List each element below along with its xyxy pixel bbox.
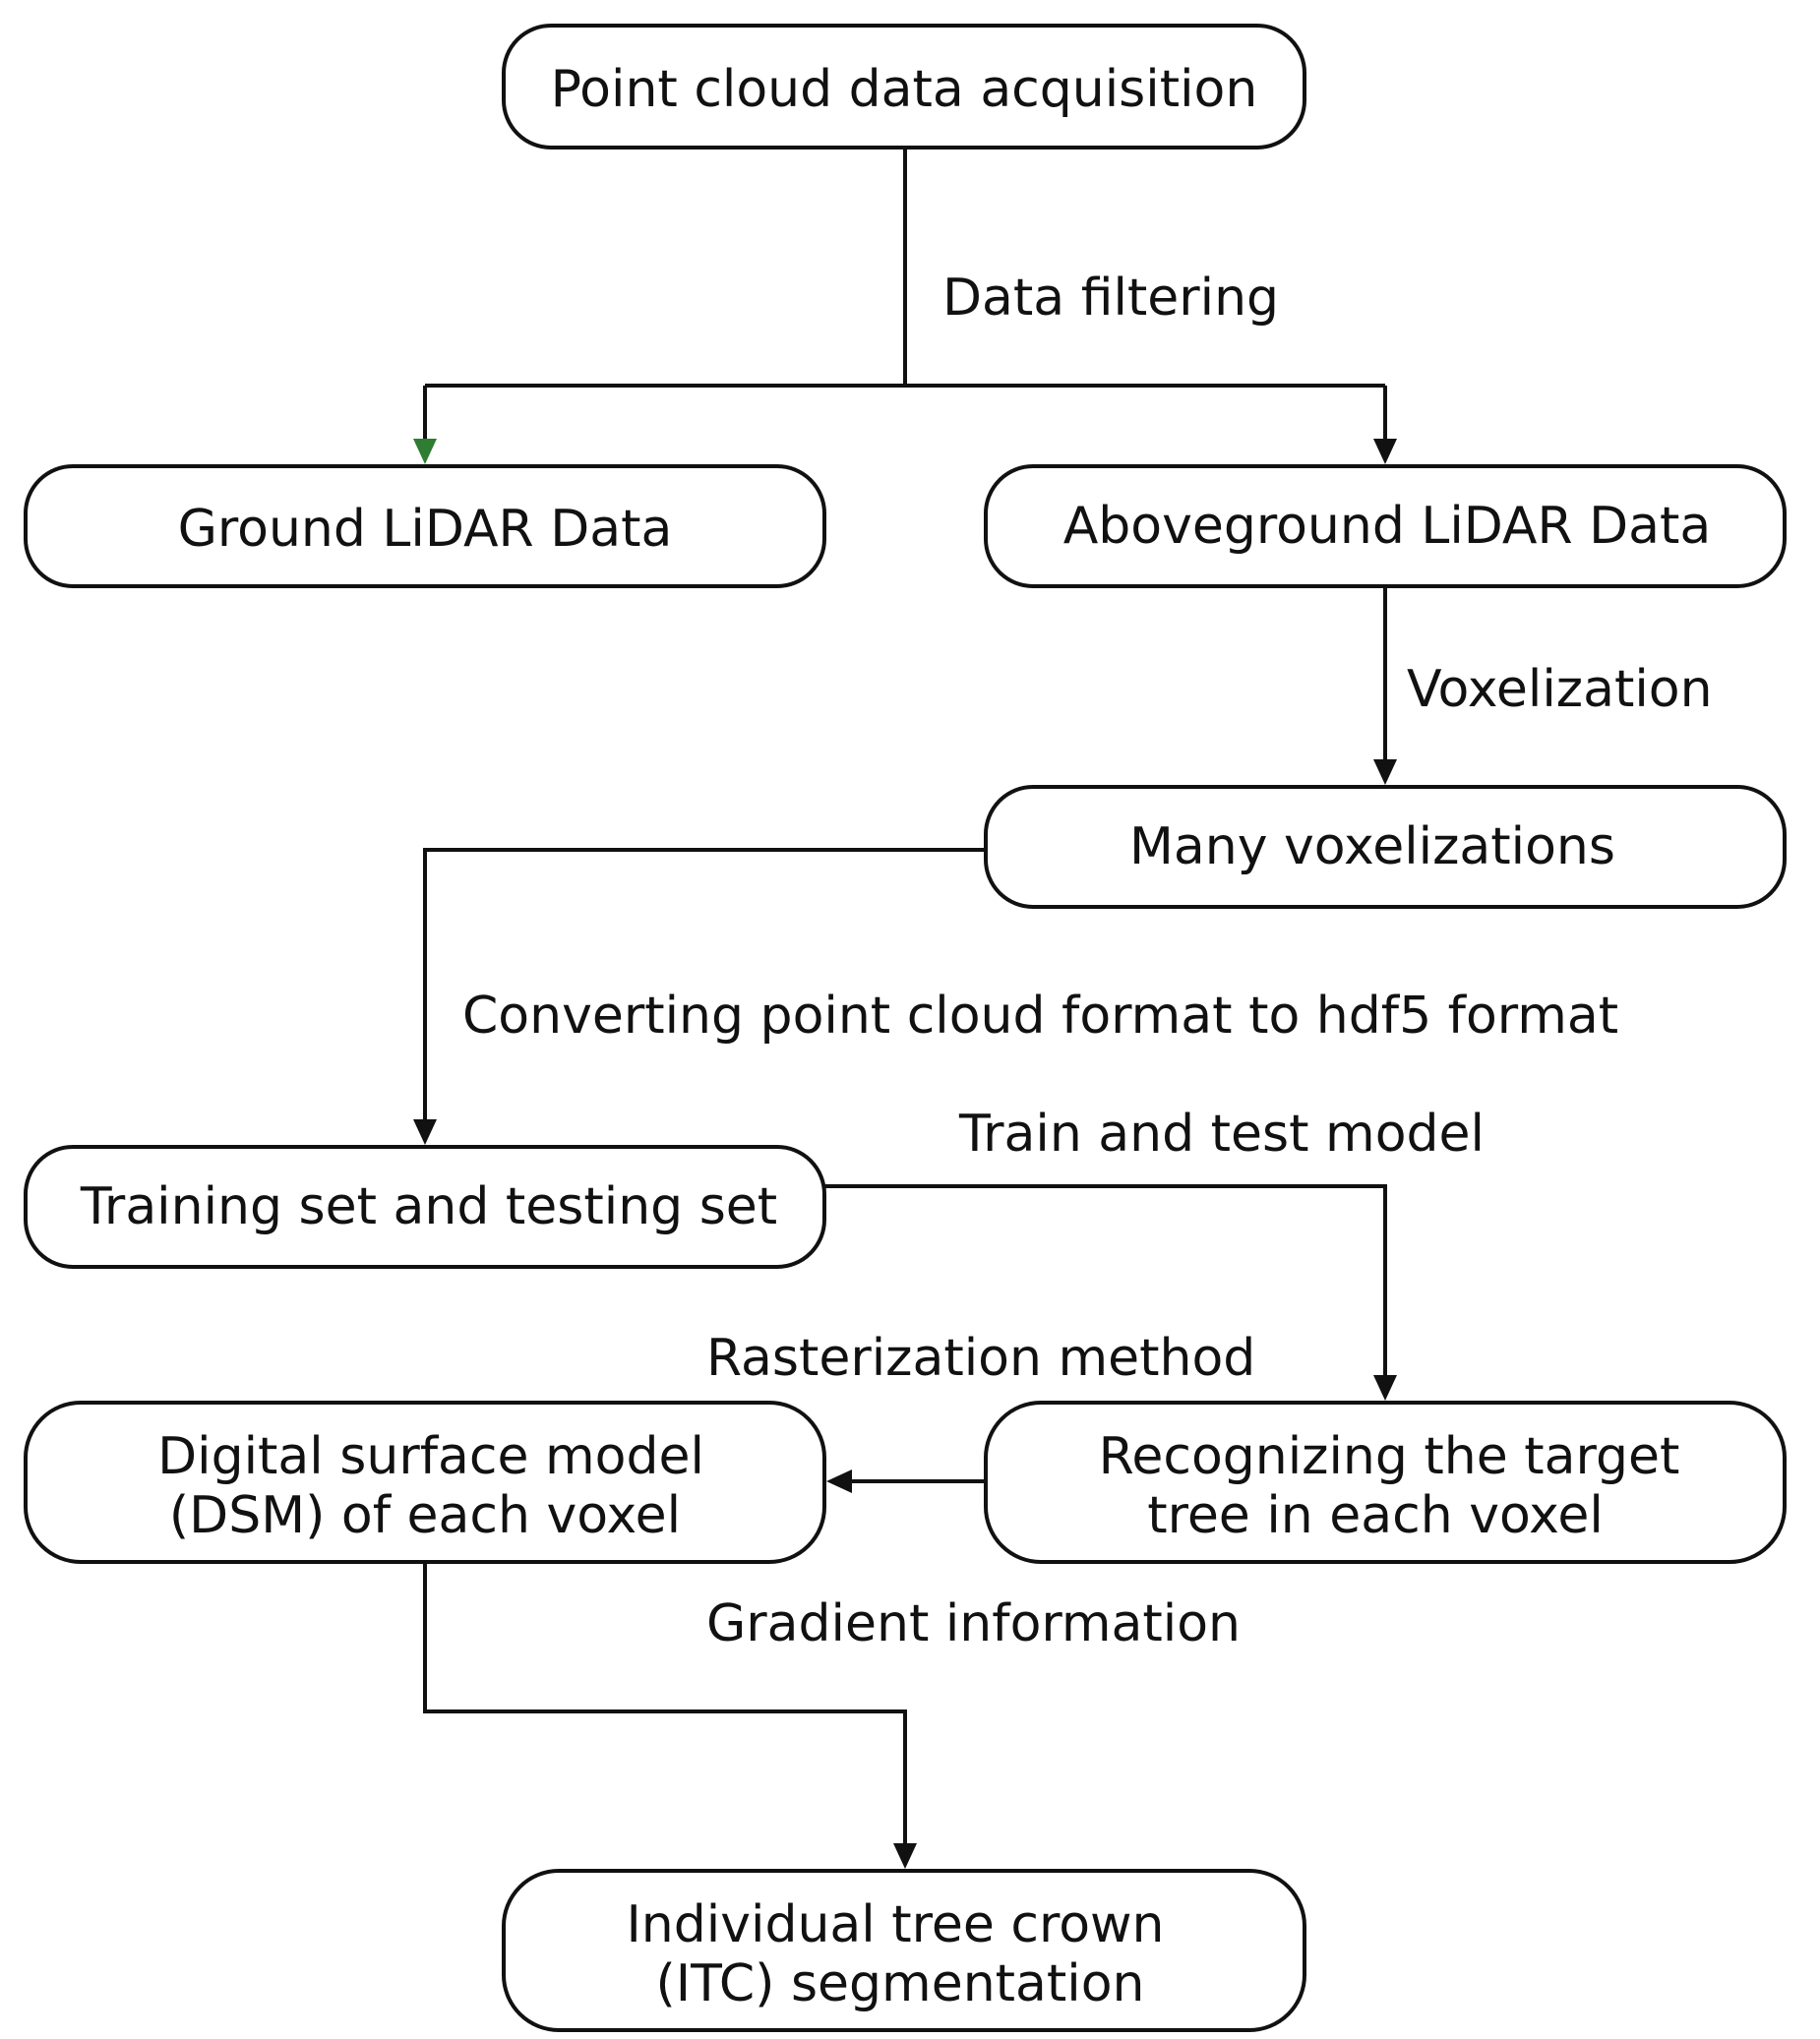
node-recognizing-line-1: Recognizing the target: [1099, 1427, 1680, 1486]
arrow-trainset-head: [413, 1119, 437, 1145]
edge-labels: Data filtering Voxelization Converting p…: [462, 269, 1713, 1653]
edge-trainset-recognize: [824, 1184, 1387, 1377]
node-aboveground: Aboveground LiDAR Data: [984, 464, 1787, 588]
node-dsm: Digital surface model (DSM) of each voxe…: [24, 1401, 826, 1564]
node-dsm-line-1: Digital surface model: [157, 1427, 704, 1486]
node-itc: Individual tree crown (ITC) segmentation: [502, 1869, 1306, 2032]
node-aboveground-text: Aboveground LiDAR Data: [1063, 497, 1712, 556]
node-acquisition-text: Point cloud data acquisition: [551, 60, 1258, 119]
node-ground-text: Ground LiDAR Data: [178, 500, 673, 559]
node-training-testing-set: Training set and testing set: [24, 1145, 826, 1269]
edge-voxel-trainset: [423, 848, 986, 1121]
label-gradient: Gradient information: [706, 1594, 1241, 1653]
arrow-aboveground-head: [1373, 439, 1397, 464]
node-many-voxelizations: Many voxelizations: [984, 785, 1787, 909]
label-train-model: Train and test model: [958, 1105, 1485, 1164]
node-dsm-line-2: (DSM) of each voxel: [169, 1486, 681, 1545]
label-rasterization: Rasterization method: [706, 1329, 1255, 1388]
node-training-testing-set-text: Training set and testing set: [80, 1177, 777, 1236]
node-ground: Ground LiDAR Data: [24, 464, 826, 588]
arrow-itc-head: [893, 1843, 917, 1869]
node-recognizing: Recognizing the target tree in each voxe…: [984, 1401, 1787, 1564]
arrow-dsm-head: [826, 1469, 852, 1493]
node-acquisition: Point cloud data acquisition: [502, 24, 1306, 150]
arrow-ground-head: [413, 439, 437, 464]
node-itc-line-2: (ITC) segmentation: [655, 1954, 1144, 2013]
edge-dsm-itc: [423, 1562, 907, 1845]
node-recognizing-line-2: tree in each voxel: [1147, 1486, 1604, 1545]
label-data-filtering: Data filtering: [942, 269, 1279, 328]
node-many-voxelizations-text: Many voxelizations: [1129, 817, 1615, 876]
label-converting: Converting point cloud format to hdf5 fo…: [462, 987, 1618, 1046]
connectors: [413, 148, 1397, 1869]
arrow-voxel-head: [1373, 759, 1397, 785]
label-voxelization: Voxelization: [1407, 660, 1713, 719]
node-itc-line-1: Individual tree crown: [626, 1895, 1164, 1954]
arrow-recognize-head: [1373, 1375, 1397, 1401]
